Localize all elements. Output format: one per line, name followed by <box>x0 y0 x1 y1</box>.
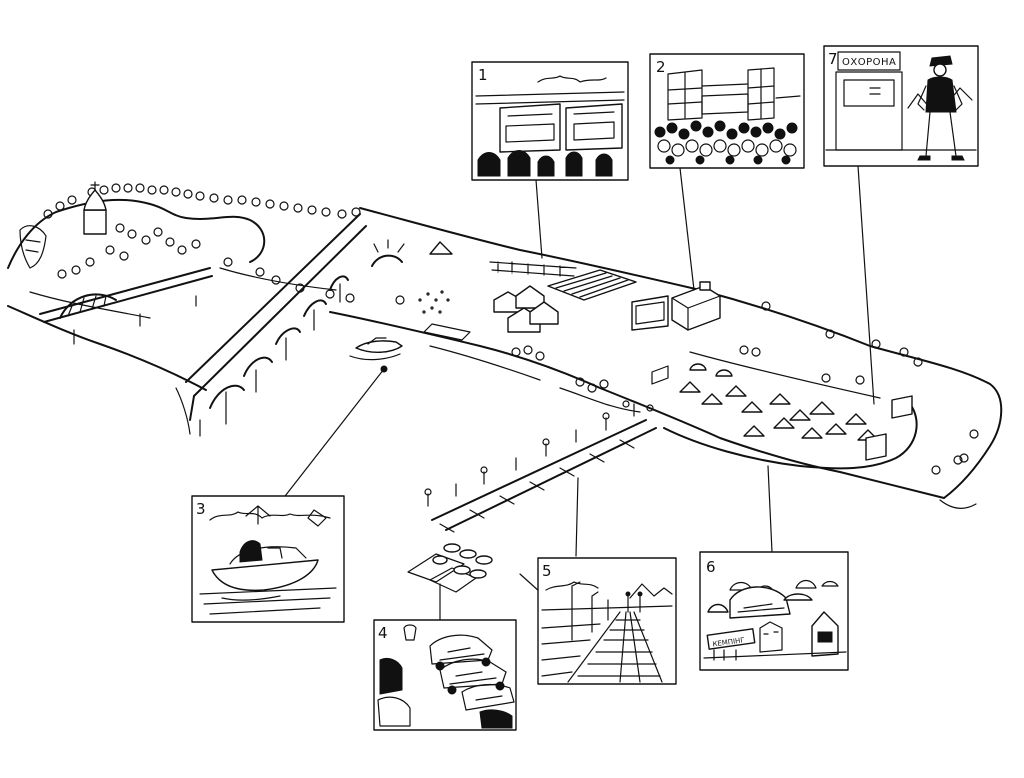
panel-4: 4 <box>373 619 517 731</box>
pier-walkway <box>424 400 657 533</box>
camping-area <box>651 351 918 470</box>
monastery-church <box>19 181 107 269</box>
arch-bridge <box>39 267 213 345</box>
campsite-icon: КЕМПІНГ <box>703 579 847 661</box>
speedboat-icon <box>199 505 337 615</box>
viaduct-bridge <box>175 213 367 437</box>
panel-3: 3 <box>191 495 345 623</box>
parking-lot <box>407 543 493 593</box>
main-stage-icon <box>654 67 801 165</box>
panel-5: 5 <box>537 557 677 685</box>
security-booth-icon: ОХОРОНА <box>825 51 977 151</box>
panel-5-number: 5 <box>542 562 552 580</box>
panel-7: 7 ОХОРОНА <box>823 45 979 167</box>
panel-6-number: 6 <box>706 558 716 576</box>
panel-2: 2 <box>649 53 805 169</box>
festival-stage-area <box>371 239 721 341</box>
tree-cluster-left <box>57 223 405 305</box>
pier-icon <box>541 581 673 683</box>
panel-2-number: 2 <box>656 58 666 76</box>
food-stalls-icon <box>475 75 625 177</box>
panel-1-number: 1 <box>478 66 488 84</box>
tree-row-top <box>43 183 361 219</box>
panel-4-number: 4 <box>378 624 388 642</box>
security-guard-icon <box>917 55 965 161</box>
parked-cars-icon <box>377 624 515 729</box>
panel-1: 1 <box>471 61 629 181</box>
island-outline <box>7 198 1003 509</box>
security-sign-text: ОХОРОНА <box>842 57 896 68</box>
tree-cluster-right <box>511 301 979 475</box>
leader-lines <box>281 165 875 621</box>
river-boat <box>349 337 403 373</box>
panel-7-number: 7 <box>828 50 838 68</box>
panel-3-number: 3 <box>196 500 206 518</box>
panel-6: 6 КЕМПІНГ <box>699 551 849 671</box>
